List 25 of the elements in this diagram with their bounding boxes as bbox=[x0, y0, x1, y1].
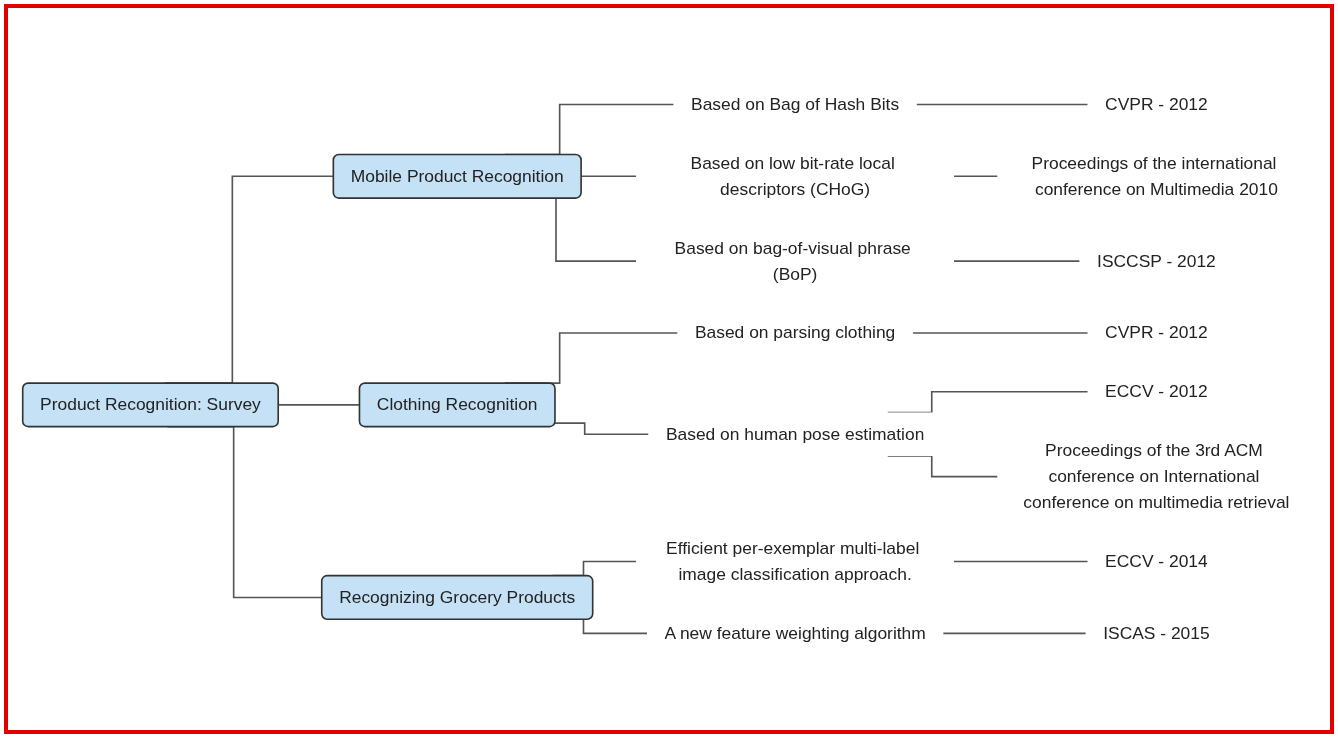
node-text: CVPR - 2012 bbox=[1105, 323, 1208, 342]
connector bbox=[554, 422, 650, 436]
node-text: Based on Bag of Hash Bits bbox=[691, 94, 900, 114]
connector bbox=[942, 632, 1087, 635]
node-text: ECCV - 2014 bbox=[1105, 551, 1208, 571]
node-text: CVPR - 2012 bbox=[1105, 94, 1208, 114]
node-text: Proceedings of the 3rd ACM conference on International conference on multimedia retrieval bbox=[1023, 440, 1290, 512]
node-box: Product Recognition: Survey bbox=[21, 382, 280, 428]
node-text: Efficient per-exemplar multi-label image classification approach. bbox=[666, 538, 920, 584]
node-text: A new feature weighting algorithm bbox=[664, 623, 926, 643]
node-box: Clothing Recognition bbox=[358, 382, 556, 428]
node-text: Based on bag-of-visual phrase (BoP) bbox=[674, 238, 911, 284]
node-text: Proceedings of the international conference on Multimedia 2010 bbox=[1031, 153, 1278, 199]
node-box: Recognizing Grocery Products bbox=[320, 574, 594, 621]
node-text: ISCCSP - 2012 bbox=[1097, 251, 1216, 270]
connector bbox=[911, 332, 1089, 334]
connector bbox=[953, 260, 1081, 263]
node-box: Mobile Product Recognition bbox=[332, 153, 582, 199]
node-text: Based on low bit-rate local descriptors (CHoG) bbox=[690, 153, 895, 199]
node-text: ECCV - 2012 bbox=[1105, 382, 1208, 401]
connector bbox=[953, 560, 1089, 563]
node-text: Based on parsing clothing bbox=[694, 323, 896, 342]
connector bbox=[915, 103, 1089, 106]
node-text: ISCAS - 2015 bbox=[1103, 623, 1210, 643]
connector bbox=[953, 175, 999, 178]
